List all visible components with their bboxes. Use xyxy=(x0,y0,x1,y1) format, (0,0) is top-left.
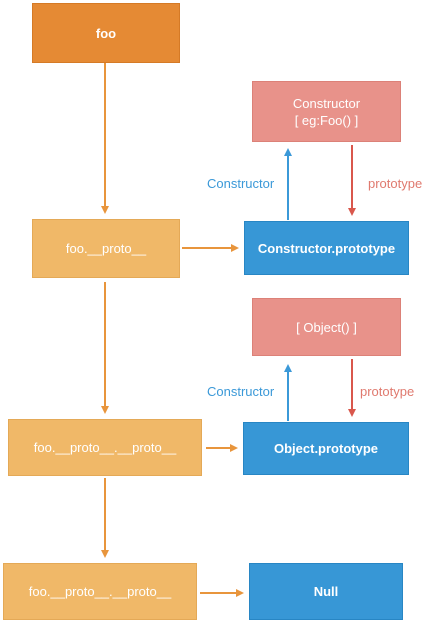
node-null: Null xyxy=(249,563,403,620)
node-foo-proto: foo.__proto__ xyxy=(32,219,180,278)
edge-label-constructor-2: Constructor xyxy=(207,384,275,399)
node-constructor-function-label: Constructor [ eg:Foo() ] xyxy=(292,95,361,128)
node-object-function-label: [ Object() ] xyxy=(296,319,357,335)
node-object-function: [ Object() ] xyxy=(252,298,401,356)
node-null-label: Null xyxy=(313,584,339,599)
edge-label-constructor-1: Constructor xyxy=(207,176,275,191)
node-object-prototype: Object.prototype xyxy=(243,422,409,475)
node-foo-proto-proto-1-label: foo.__proto__.__proto__ xyxy=(33,440,177,455)
node-constructor-prototype-label: Constructor.prototype xyxy=(257,240,396,256)
node-foo: foo xyxy=(32,3,180,63)
node-constructor-function: Constructor [ eg:Foo() ] xyxy=(252,81,401,142)
node-foo-proto-proto-2: foo.__proto__.__proto__ xyxy=(3,563,197,620)
edge-label-prototype-1: prototype xyxy=(368,176,423,191)
node-constructor-prototype: Constructor.prototype xyxy=(244,221,409,275)
edge-label-prototype-2: prototype xyxy=(360,384,415,399)
node-foo-proto-label: foo.__proto__ xyxy=(65,241,147,256)
node-foo-proto-proto-2-label: foo.__proto__.__proto__ xyxy=(28,584,172,599)
node-foo-proto-proto-1: foo.__proto__.__proto__ xyxy=(8,419,202,476)
node-object-prototype-label: Object.prototype xyxy=(273,441,378,456)
node-foo-label: foo xyxy=(95,25,117,41)
